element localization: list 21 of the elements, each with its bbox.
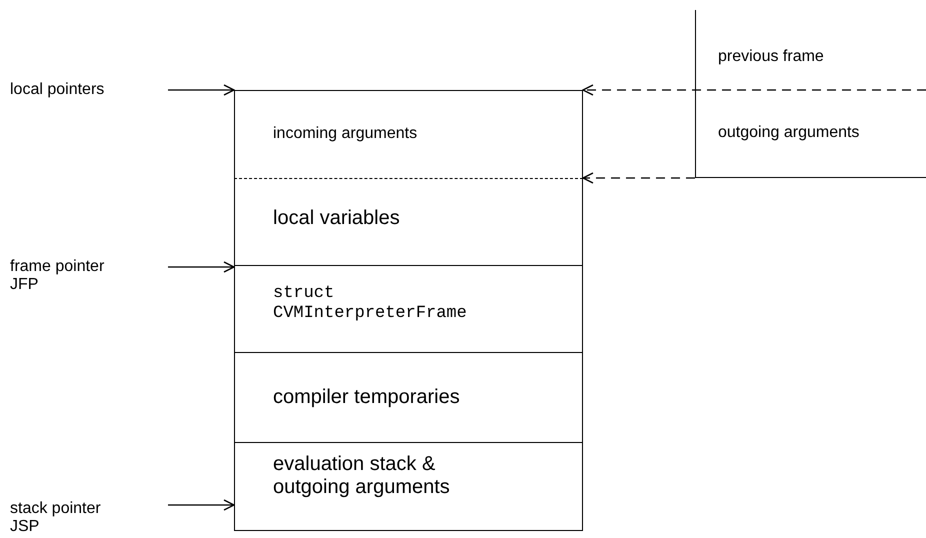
dashed-arrow: [582, 84, 926, 96]
segment-label: incoming arguments: [273, 125, 418, 143]
segment-label: outgoing arguments: [718, 124, 860, 142]
arrow: [168, 84, 235, 96]
pointer-label: stack pointer JSP: [10, 500, 120, 536]
segment-label: compiler temporaries: [273, 386, 461, 409]
stack-frame-segment: [234, 352, 583, 442]
arrow: [168, 499, 235, 511]
stack-frame-segment: [234, 265, 583, 352]
arrow: [168, 261, 235, 273]
previous-frame-segment: [695, 90, 926, 178]
segment-label: struct CVMInterpreterFrame: [273, 284, 468, 324]
pointer-label: local pointers: [10, 81, 160, 99]
stack-frame-segment: [234, 442, 583, 531]
stack-frame-segment: [234, 90, 583, 178]
segment-label: previous frame: [718, 48, 825, 66]
segment-label: evaluation stack & outgoing arguments: [273, 453, 451, 499]
dashed-arrow: [582, 172, 695, 184]
stack-frame-segment: [234, 178, 583, 265]
segment-label: local variables: [273, 207, 401, 230]
pointer-label: frame pointer JFP: [10, 258, 120, 294]
